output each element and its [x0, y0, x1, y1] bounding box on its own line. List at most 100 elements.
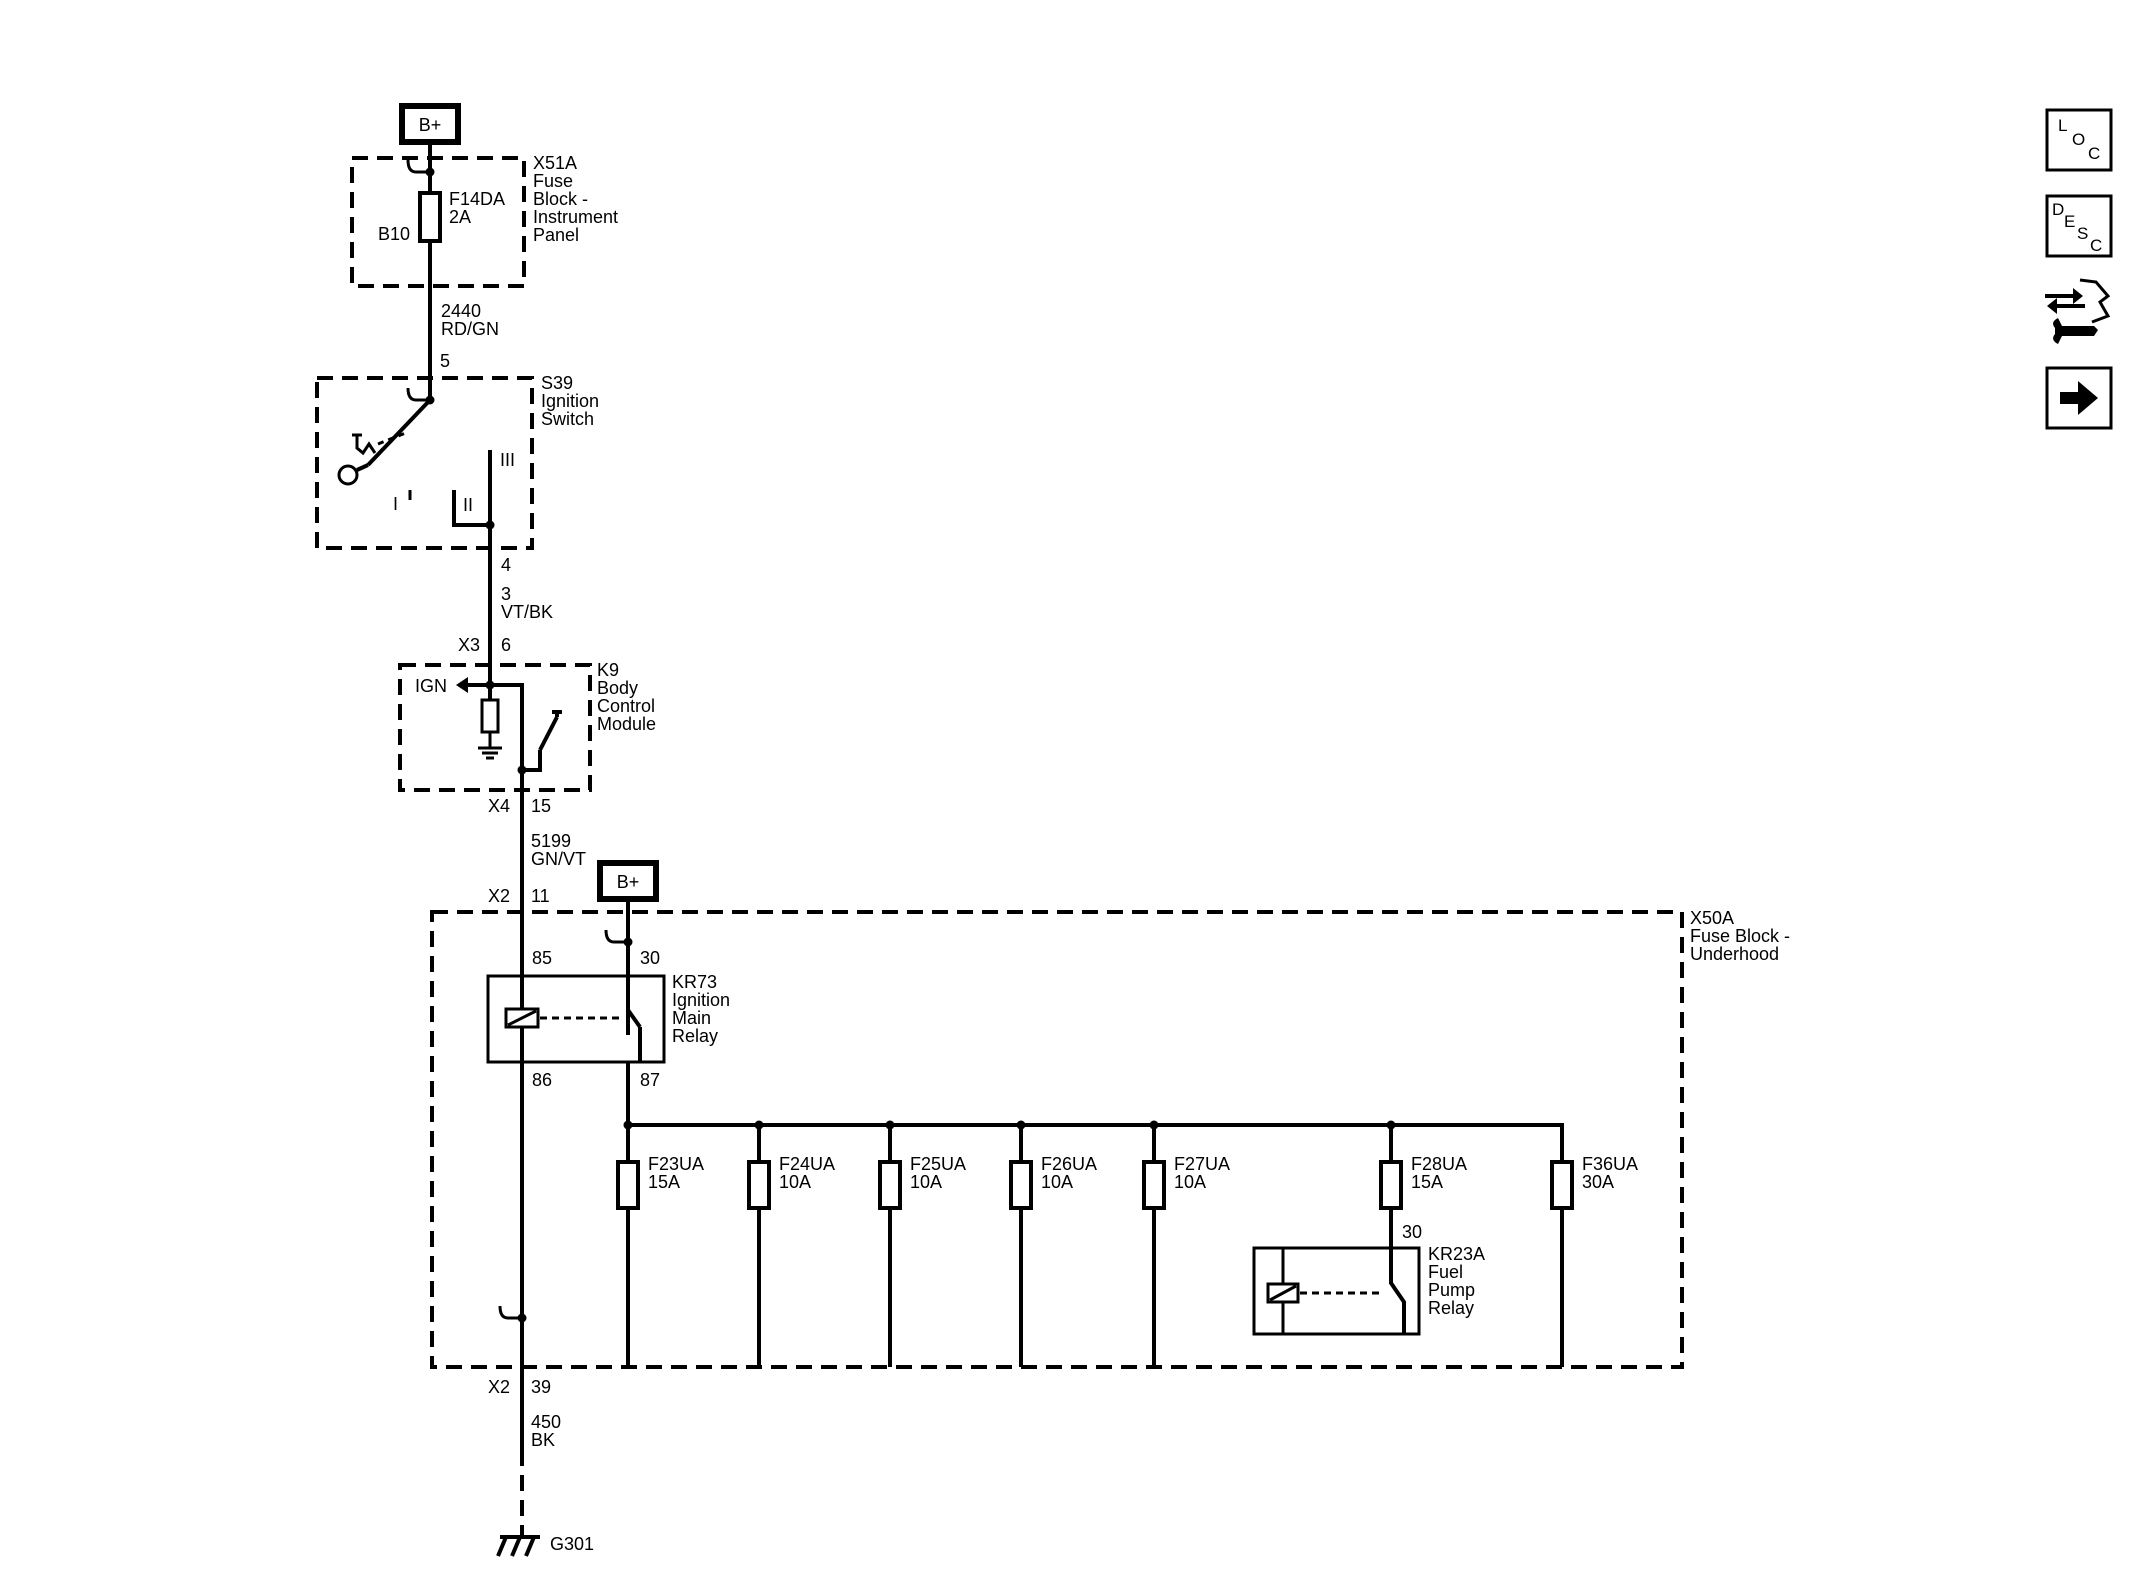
fuse-f28ua-rating: 15A: [1411, 1172, 1443, 1192]
wire-3-circuit: 3: [501, 584, 511, 604]
s39-pin-bottom: 4: [501, 555, 511, 575]
fuse-f14da: [418, 191, 442, 243]
kr73-pin-86: 86: [532, 1070, 552, 1090]
kr23a-relay: 30 KR23A Fuel Pump Relay: [1252, 1222, 1485, 1336]
k9-title-1: K9: [597, 660, 619, 680]
fuse-f23ua: F23UA 15A: [616, 1120, 704, 1367]
x50a-title-2: Fuse Block -: [1690, 926, 1790, 946]
s39-ignition-switch: 5 I II III S39 Ignition Switch 4: [315, 351, 599, 600]
k9-pin-in: 6: [501, 635, 511, 655]
fuse-f24ua-rating: 10A: [779, 1172, 811, 1192]
kr23a-title-1: KR23A: [1428, 1244, 1485, 1264]
fuse-f27ua-name: F27UA: [1174, 1154, 1230, 1174]
s39-title-2: Ignition: [541, 391, 599, 411]
fuse-f28ua: F28UA 15A: [1379, 1120, 1467, 1248]
fuse-f36ua-name: F36UA: [1582, 1154, 1638, 1174]
fuse-f36ua-rating: 30A: [1582, 1172, 1614, 1192]
s39-pin-top: 5: [440, 351, 450, 371]
k9-ground-icon: [478, 746, 502, 760]
k9-ign-label: IGN: [415, 676, 447, 696]
wire-2440-circuit: 2440: [441, 301, 481, 321]
fuse-f26ua-rating: 10A: [1041, 1172, 1073, 1192]
wire-5199-circuit: 5199: [531, 831, 571, 851]
x50a-conn-in: X2: [488, 886, 510, 906]
s39-pos-3: III: [500, 450, 515, 470]
loc-button[interactable]: L O C: [2045, 108, 2113, 172]
battery-positive-top: B+: [399, 103, 461, 145]
s39-title-1: S39: [541, 373, 573, 393]
next-page-button[interactable]: [2045, 366, 2113, 430]
loc-letter-c: C: [2088, 144, 2100, 163]
kr73-title-4: Relay: [672, 1026, 718, 1046]
x51a-title-1: X51A: [533, 153, 577, 173]
kr23a-title-4: Relay: [1428, 1298, 1474, 1318]
kr73-pin-87: 87: [640, 1070, 660, 1090]
fuse-f25ua-name: F25UA: [910, 1154, 966, 1174]
wire-2440-color: RD/GN: [441, 319, 499, 339]
desc-letter-c: C: [2090, 236, 2102, 255]
kr73-title-1: KR73: [672, 972, 717, 992]
kr23a-title-3: Pump: [1428, 1280, 1475, 1300]
connector-tool-button[interactable]: [2045, 278, 2111, 344]
x51a-cavity: B10: [378, 224, 410, 244]
fuse-f27ua: F27UA 10A: [1142, 1120, 1230, 1367]
kr73-title-2: Ignition: [672, 990, 730, 1010]
fuse-f26ua: F26UA 10A: [1009, 1120, 1097, 1367]
kr73-pin-85: 85: [532, 948, 552, 968]
k9-conn-out: X4: [488, 796, 510, 816]
fuse-f36ua: F36UA 30A: [1550, 1154, 1638, 1367]
arrow-right-icon: [2060, 381, 2098, 415]
bplus-label-mid: B+: [617, 872, 640, 892]
x51a-title-4: Instrument: [533, 207, 618, 227]
x50a-pin-in: 11: [531, 886, 550, 906]
x50a-title-1: X50A: [1690, 908, 1734, 928]
fuse-f27ua-rating: 10A: [1174, 1172, 1206, 1192]
fuse-f23ua-rating: 15A: [648, 1172, 680, 1192]
kr23a-pin-30: 30: [1402, 1222, 1422, 1242]
k9-conn-in: X3: [458, 635, 480, 655]
s39-pos-1: I: [393, 494, 398, 514]
key-icon: [337, 464, 359, 486]
f14da-name: F14DA: [449, 189, 505, 209]
fuse-f26ua-name: F26UA: [1041, 1154, 1097, 1174]
k9-pin-out: 15: [531, 796, 551, 816]
fuse-f28ua-name: F28UA: [1411, 1154, 1467, 1174]
s39-title-3: Switch: [541, 409, 594, 429]
k9-title-2: Body: [597, 678, 638, 698]
wire-3-color: VT/BK: [501, 602, 553, 622]
battery-positive-mid: B+: [597, 860, 659, 902]
x50a-fuse-block: X2 11 X50A Fuse Block - Underhood 85 30 …: [430, 886, 1790, 1397]
x51a-title-5: Panel: [533, 225, 579, 245]
loc-letter-o: O: [2072, 130, 2085, 149]
desc-letter-d: D: [2052, 200, 2064, 219]
fuse-f25ua: F25UA 10A: [878, 1120, 966, 1367]
ground-g301-icon: [496, 1535, 540, 1557]
desc-letter-e: E: [2064, 212, 2075, 231]
connector-tool-icon: [2045, 278, 2111, 344]
kr73-pin-30: 30: [640, 948, 660, 968]
wire-450-circuit: 450: [531, 1412, 561, 1432]
fuse-f24ua-name: F24UA: [779, 1154, 835, 1174]
fuse-f25ua-rating: 10A: [910, 1172, 942, 1192]
kr23a-title-2: Fuel: [1428, 1262, 1463, 1282]
fuse-f24ua: F24UA 10A: [747, 1120, 835, 1367]
ground-g301-label: G301: [550, 1534, 594, 1554]
kr73-relay: [486, 974, 666, 1064]
x51a-title-3: Block -: [533, 189, 588, 209]
desc-letter-s: S: [2077, 224, 2088, 243]
k9-body-control-module: X3 6 IGN K9 Body Control Module X4 15: [398, 600, 656, 1315]
x51a-title-2: Fuse: [533, 171, 573, 191]
f14da-rating: 2A: [449, 207, 471, 227]
wire-450-color: BK: [531, 1430, 555, 1450]
k9-title-3: Control: [597, 696, 655, 716]
loc-letter-l: L: [2058, 116, 2067, 135]
wire-5199-color: GN/VT: [531, 849, 586, 869]
s39-pos-2: II: [463, 495, 473, 515]
fuse-f23ua-name: F23UA: [648, 1154, 704, 1174]
desc-button[interactable]: D E S C: [2045, 194, 2113, 258]
bplus-label-top: B+: [419, 115, 442, 135]
x50a-conn-out: X2: [488, 1377, 510, 1397]
x50a-title-3: Underhood: [1690, 944, 1779, 964]
x50a-pin-out: 39: [531, 1377, 551, 1397]
